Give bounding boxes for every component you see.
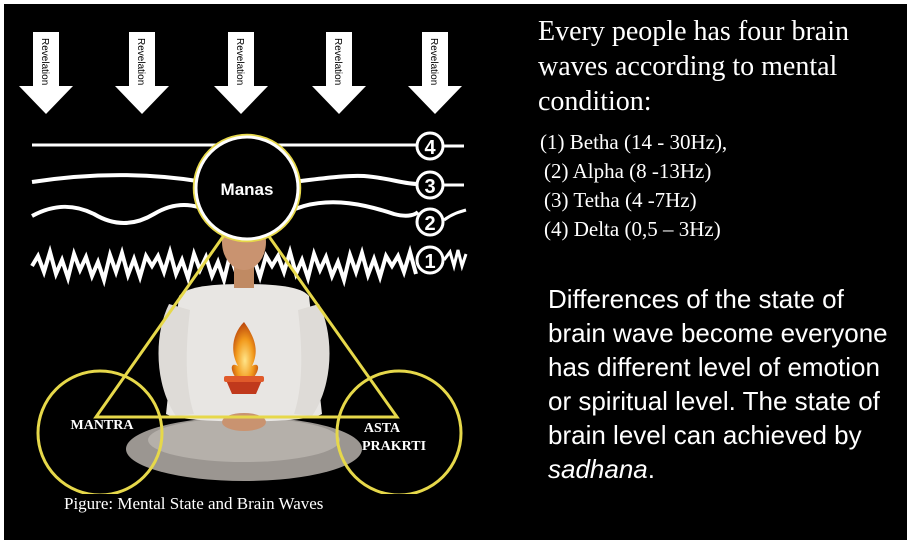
svg-text:2: 2 <box>424 213 435 235</box>
mantra-label: MANTRA <box>71 418 135 433</box>
intro-text: Every people has four brain waves accord… <box>538 16 849 117</box>
mantra-circle <box>36 369 164 494</box>
offering-bowl-icon <box>226 380 262 394</box>
revelation-arrows: Revelation Revelation Revelation Revelat… <box>19 32 462 114</box>
wave-number-markers: 4 3 2 1 <box>415 131 468 275</box>
revelation-arrow: Revelation <box>214 32 268 114</box>
revelation-arrow: Revelation <box>19 32 73 114</box>
manas-label: Manas <box>221 180 274 199</box>
sadhana-emphasis: sadhana <box>548 454 648 484</box>
figure-caption: Pigure: Mental State and Brain Waves <box>64 494 324 513</box>
brain-waves-list: (1) Betha (14 - 30Hz), (2) Alpha (8 -13H… <box>540 128 727 244</box>
revelation-arrow: Revelation <box>408 32 462 114</box>
wave-item-tetha: (3) Tetha (4 -7Hz) <box>544 188 697 212</box>
flame-icon <box>231 322 259 386</box>
wave-beta <box>30 244 418 288</box>
svg-text:1: 1 <box>424 251 435 273</box>
revelation-arrow: Revelation <box>312 32 366 114</box>
svg-text:4: 4 <box>424 137 436 159</box>
mental-state-diagram: Revelation Revelation Revelation Revelat… <box>19 32 468 494</box>
asta-prakrti-circle <box>335 369 463 494</box>
wave-marker-3: 3 <box>415 170 464 200</box>
revelation-label: Revelation <box>428 38 439 85</box>
revelation-label: Revelation <box>234 38 245 85</box>
wave-marker-1: 1 <box>415 245 468 275</box>
prakrti-label: PRAKRTI <box>362 439 426 454</box>
wave-marker-4: 4 <box>415 131 464 161</box>
revelation-arrow: Revelation <box>115 32 169 114</box>
manas-circle-outline <box>192 133 302 243</box>
svg-text:3: 3 <box>424 176 435 198</box>
slide: Revelation Revelation Revelation Revelat… <box>4 4 907 540</box>
manas-circle <box>194 135 300 241</box>
wave-marker-2: 2 <box>415 207 467 237</box>
revelation-label: Revelation <box>135 38 146 85</box>
summary-text: Differences of the state of brain wave b… <box>548 284 888 484</box>
asta-label: ASTA <box>364 421 401 436</box>
revelation-label: Revelation <box>39 38 50 85</box>
revelation-label: Revelation <box>332 38 343 85</box>
wave-item-betha: (1) Betha (14 - 30Hz), <box>540 130 728 154</box>
wave-item-delta: (4) Delta (0,5 – 3Hz) <box>544 217 721 241</box>
yellow-triangle <box>93 201 400 419</box>
wave-item-alpha: (2) Alpha (8 -13Hz) <box>544 159 712 183</box>
